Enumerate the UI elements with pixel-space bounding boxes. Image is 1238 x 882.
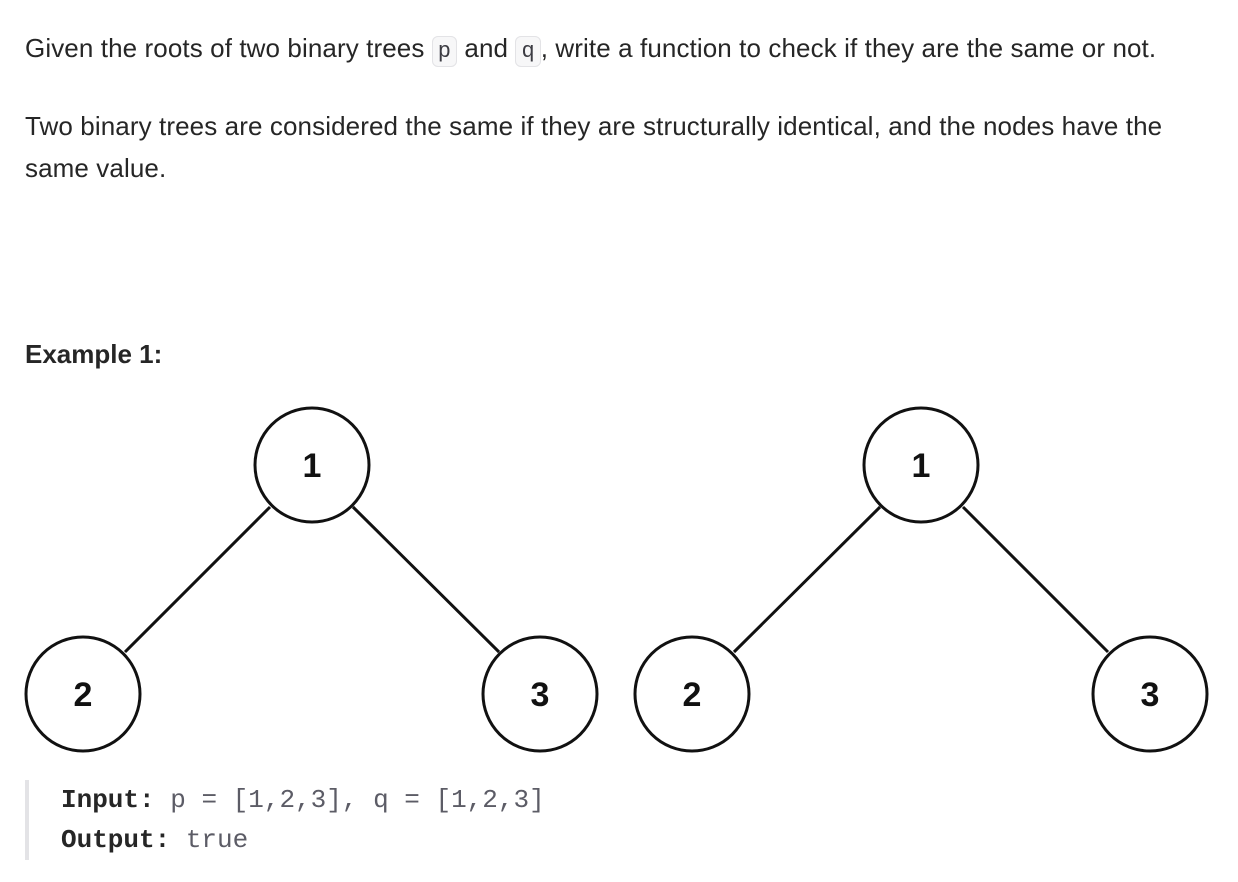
tree-p: 1 2 3	[24, 406, 599, 753]
node-label: 3	[531, 676, 550, 714]
tree-node: 1	[253, 406, 371, 524]
node-label: 1	[912, 447, 931, 485]
input-label: Input:	[61, 785, 155, 815]
output-value: true	[185, 825, 249, 855]
description-text: and	[457, 33, 516, 63]
description-paragraph-2: Two binary trees are considered the same…	[25, 111, 1163, 183]
tree-node: 3	[1091, 635, 1209, 753]
example-io-block: Input: p = [1,2,3], q = [1,2,3] Output: …	[25, 780, 545, 860]
tree-q: 1 2 3	[633, 406, 1209, 753]
input-value: p = [1,2,3], q = [1,2,3]	[170, 785, 545, 815]
node-label: 1	[303, 447, 322, 485]
node-label: 3	[1141, 676, 1160, 714]
node-label: 2	[683, 676, 702, 714]
tree-node: 2	[633, 635, 751, 753]
node-label: 2	[74, 676, 93, 714]
tree-node: 3	[481, 635, 599, 753]
description-text: , write a function to check if they are …	[540, 33, 1157, 63]
description-text: Given the roots of two binary trees	[25, 33, 432, 63]
tree-edge	[961, 505, 1110, 654]
tree-edge	[732, 505, 882, 654]
example-title: Example 1:	[25, 339, 163, 369]
inline-code-q: q	[515, 36, 541, 67]
example-output-line: Output: true	[61, 820, 545, 860]
tree-edge	[123, 505, 272, 654]
tree-edge	[351, 505, 501, 654]
tree-node: 1	[862, 406, 980, 524]
description-paragraph-1: Given the roots of two binary trees p an…	[25, 27, 1210, 73]
problem-description: Given the roots of two binary trees p an…	[25, 27, 1210, 189]
example-input-line: Input: p = [1,2,3], q = [1,2,3]	[61, 780, 545, 820]
inline-code-p: p	[431, 36, 458, 67]
tree-node: 2	[24, 635, 142, 753]
output-label: Output:	[61, 825, 171, 855]
